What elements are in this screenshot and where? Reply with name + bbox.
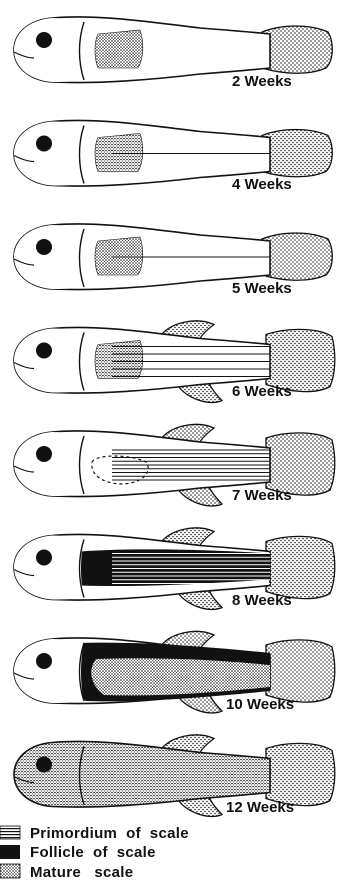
tail-fin [262, 26, 332, 73]
tail-fin [262, 130, 332, 177]
tail-fin [266, 640, 335, 702]
legend: Primordium of scale Follicle of scale Ma… [0, 825, 189, 881]
stage-label: 10 Weeks [226, 696, 294, 713]
eye [36, 343, 52, 359]
fish-stage: 6 Weeks [14, 321, 335, 403]
tail-fin [266, 743, 335, 805]
stage-label: 2 Weeks [232, 73, 292, 90]
stage-label: 12 Weeks [226, 799, 294, 816]
stage-label: 7 Weeks [232, 487, 292, 504]
stage-label: 6 Weeks [232, 383, 292, 400]
legend-item-primordium: Primordium of scale [0, 825, 189, 842]
legend-item-follicle: Follicle of scale [0, 844, 156, 861]
legend-swatch-mature [0, 864, 20, 878]
tail-fin [266, 536, 335, 598]
eye [36, 550, 52, 566]
tail-fin [266, 433, 335, 495]
legend-swatch-primordium [0, 826, 20, 839]
tail-fin [262, 233, 332, 280]
fish-body [14, 741, 270, 807]
fish-stage: 2 Weeks [14, 17, 332, 90]
fish-stage: 10 Weeks [14, 631, 335, 713]
stage-label: 5 Weeks [232, 280, 292, 297]
fish-stage: 5 Weeks [14, 224, 332, 297]
eye [36, 239, 52, 255]
legend-label-follicle: Follicle of scale [30, 844, 156, 861]
mature-scale-patch [95, 237, 143, 275]
fish-stage: 4 Weeks [14, 120, 332, 193]
eye [36, 32, 52, 48]
mature-scale-patch [95, 30, 143, 68]
eye [36, 653, 52, 669]
fish-stage: 8 Weeks [14, 528, 335, 610]
eye [36, 757, 52, 773]
eye [36, 446, 52, 462]
mature-scale-patch [95, 134, 143, 172]
legend-swatch-follicle [0, 845, 20, 859]
eye [36, 136, 52, 152]
fish-stage: 7 Weeks [14, 424, 335, 506]
follicle-band [73, 549, 271, 586]
legend-label-mature: Mature scale [30, 864, 133, 881]
legend-item-mature: Mature scale [0, 864, 133, 881]
fish-stage: 12 Weeks [14, 735, 335, 817]
legend-label-primordium: Primordium of scale [30, 825, 189, 842]
stage-label: 4 Weeks [232, 176, 292, 193]
stage-label: 8 Weeks [232, 592, 292, 609]
